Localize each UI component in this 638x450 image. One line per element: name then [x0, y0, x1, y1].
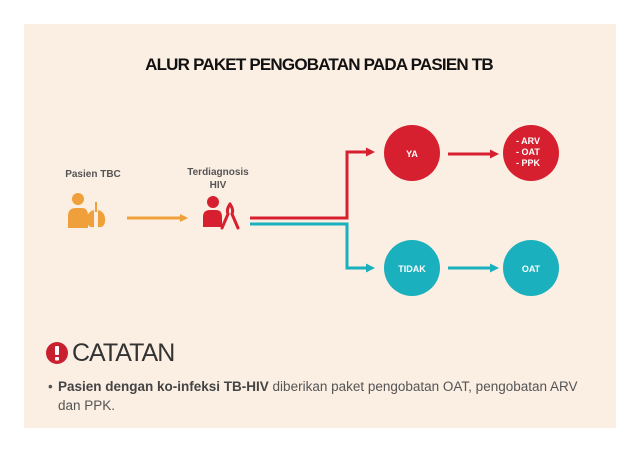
note-rest-text: diberikan paket pengobatan OAT, pengobat… — [58, 379, 578, 413]
yes-branch-line — [250, 147, 375, 220]
patient-hiv-ribbon-icon — [203, 196, 240, 230]
yes-decision-text: YA — [406, 149, 418, 159]
diagram-title: ALUR PAKET PENGOBATAN PADA PASIEN TB — [145, 55, 494, 74]
result-item-oat: - OAT — [516, 147, 540, 157]
note-heading: CATATAN — [72, 339, 175, 367]
no-result-text: OAT — [522, 264, 541, 274]
no-branch-line — [250, 222, 375, 273]
note-bullet: • — [48, 379, 53, 394]
exclamation-icon — [46, 342, 68, 364]
diagnosed-label-line2: HIV — [209, 180, 227, 191]
note-text: Pasien dengan ko-infeksi TB-HIV diberika… — [58, 377, 588, 415]
yes-result-node: - ARV - OAT - PPK — [503, 125, 559, 181]
patient-lungs-icon — [68, 193, 106, 228]
no-result-node: OAT — [503, 240, 559, 296]
diagnosed-label-line1: Terdiagnosis — [187, 167, 249, 178]
no-decision-text: TIDAK — [398, 264, 426, 274]
content-panel — [24, 24, 616, 428]
result-item-ppk: - PPK — [516, 158, 541, 168]
result-item-arv: - ARV — [516, 136, 540, 146]
patient-label: Pasien TBC — [65, 169, 121, 180]
note-body: • Pasien dengan ko-infeksi TB-HIV diberi… — [48, 377, 588, 415]
diagnosed-label: Terdiagnosis HIV — [176, 166, 260, 192]
no-decision-node: TIDAK — [384, 240, 440, 296]
note-bold-text: Pasien dengan ko-infeksi TB-HIV — [58, 379, 269, 394]
yes-decision-node: YA — [384, 125, 440, 181]
